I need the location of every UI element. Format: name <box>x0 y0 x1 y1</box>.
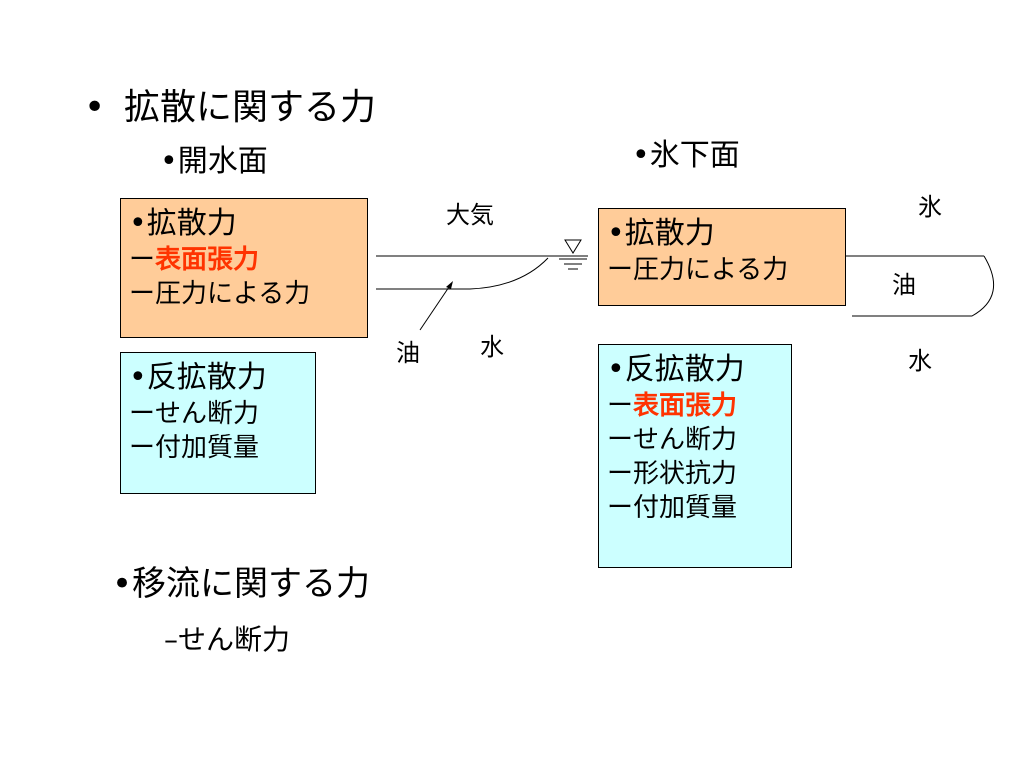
box-title: •拡散力 <box>129 206 237 241</box>
item-prefix: ー <box>129 279 156 309</box>
box-title: •反拡散力 <box>607 352 745 387</box>
box-item: ー付加質量 <box>607 491 783 525</box>
box-item: ーせん断力 <box>607 423 783 457</box>
oil-under-ice-outline <box>852 255 994 317</box>
pressure-force-text: 圧力による力 <box>633 255 789 285</box>
oil-label-under-ice: 油 <box>892 271 916 299</box>
oil-slick-curve <box>376 257 549 290</box>
shear-force-text: せん断力 <box>155 399 260 429</box>
item-prefix: – <box>164 623 178 656</box>
open-water-diffusion-box: •拡散力 ー表面張力 ー圧力による力 <box>120 198 368 338</box>
added-mass-text: 付加質量 <box>633 493 738 523</box>
item-prefix: ー <box>607 391 634 421</box>
oil-pointer-arrowhead <box>446 281 453 289</box>
box-item: ーせん断力 <box>129 397 307 431</box>
under-ice-anti-diffusion-box: •反拡散力 ー表面張力 ーせん断力 ー形状抗力 ー付加質量 <box>598 344 792 568</box>
form-drag-text: 形状抗力 <box>633 459 738 489</box>
water-label-under-ice: 水 <box>908 347 932 375</box>
oil-label-open-water: 油 <box>396 339 420 367</box>
under-ice-title: •氷下面 <box>632 138 740 173</box>
item-prefix: ー <box>129 433 156 463</box>
box-item: ー圧力による力 <box>607 253 837 287</box>
air-label: 大気 <box>446 201 494 229</box>
pressure-force-text: 圧力による力 <box>155 279 311 309</box>
main-heading: • 拡散に関する力 <box>84 84 376 132</box>
box-title: •反拡散力 <box>129 360 267 395</box>
item-prefix: ー <box>607 459 634 489</box>
box-item: ー表面張力 <box>129 243 359 277</box>
item-prefix: ー <box>607 255 634 285</box>
item-prefix: ー <box>129 399 156 429</box>
shear-force-text: せん断力 <box>178 623 291 656</box>
box-item: ー圧力による力 <box>129 277 359 311</box>
shear-force-text: せん断力 <box>633 425 738 455</box>
advection-item: –せん断力 <box>164 622 290 658</box>
under-ice-diffusion-box: •拡散力 ー圧力による力 <box>598 208 846 306</box>
box-title: •拡散力 <box>607 216 715 251</box>
water-label-open-water: 水 <box>480 333 504 361</box>
added-mass-text: 付加質量 <box>155 433 260 463</box>
box-item: ー形状抗力 <box>607 457 783 491</box>
open-water-anti-diffusion-box: •反拡散力 ーせん断力 ー付加質量 <box>120 352 316 494</box>
heading-bullet: • <box>84 87 106 128</box>
item-prefix: ー <box>129 245 156 275</box>
ice-label: 氷 <box>918 193 942 221</box>
water-level-symbol <box>564 239 582 254</box>
box-item: ー表面張力 <box>607 389 783 423</box>
oil-pointer-line <box>419 283 452 331</box>
open-water-title: •開水面 <box>160 144 268 179</box>
item-prefix: ー <box>607 493 634 523</box>
item-prefix: ー <box>607 425 634 455</box>
advection-title: •移流に関する力 <box>112 564 371 604</box>
surface-tension-text: 表面張力 <box>155 245 260 275</box>
heading-text: 拡散に関する力 <box>124 87 377 128</box>
box-item: ー付加質量 <box>129 431 307 465</box>
surface-tension-text: 表面張力 <box>633 391 738 421</box>
